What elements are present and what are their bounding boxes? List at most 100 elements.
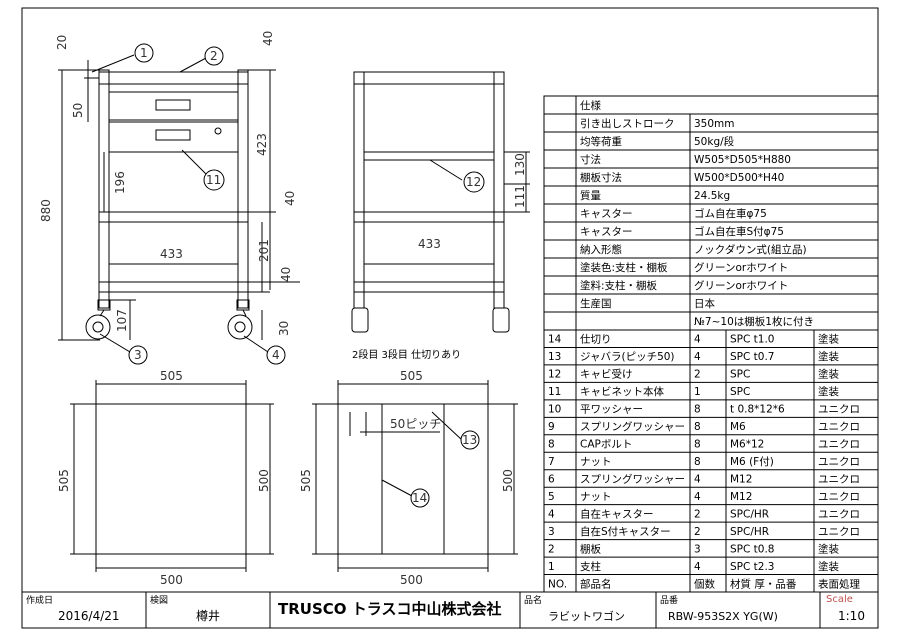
spec-row-label: キャスター <box>580 208 633 220</box>
part-cell-qty: 8 <box>694 456 701 468</box>
leader-12 <box>429 159 463 181</box>
balloon-2 <box>204 46 224 66</box>
part-cell-no: 1 <box>548 561 555 573</box>
part-cell-name: 自在キャスター <box>580 507 654 520</box>
caster-left <box>85 314 111 340</box>
part-cell-qty: 1 <box>694 386 701 398</box>
spec-row-value: 350mm <box>694 118 735 130</box>
spec-row-value: 日本 <box>694 297 715 310</box>
part-cell-fin: ユニクロ <box>818 526 860 538</box>
product-code-label: 品番 <box>660 594 678 606</box>
balloon-11-label: 11 <box>206 173 221 187</box>
part-cell-no: 11 <box>548 386 561 398</box>
part-cell-name: ナット <box>580 456 612 468</box>
spec-row-value: グリーンorホワイト <box>694 261 788 274</box>
part-cell-name: 自在S付キャスター <box>580 525 671 538</box>
part-cell-mat: SPC/HR <box>730 508 769 520</box>
plan-right-depth-left: 505 <box>299 469 313 492</box>
leader-1 <box>91 54 135 73</box>
leader-3 <box>99 333 131 353</box>
plan-right-width-top: 505 <box>400 369 423 383</box>
part-cell-no: 8 <box>548 439 555 451</box>
company-name: TRUSCO トラスコ中山株式会社 <box>278 600 501 618</box>
part-cell-fin: ユニクロ <box>818 491 860 503</box>
front-shelf-3 <box>353 281 505 293</box>
post-left <box>98 69 110 309</box>
part-cell-qty: 8 <box>694 421 701 433</box>
spec-row-value: №7~10は棚板1枚に付き <box>694 315 814 328</box>
drawer-2 <box>108 121 239 153</box>
part-cell-no: 9 <box>548 421 555 433</box>
part-cell-no: 12 <box>548 369 561 381</box>
part-cell-qty: 8 <box>694 404 701 416</box>
part-cell-fin: ユニクロ <box>818 439 860 451</box>
dim-upper-span: 423 <box>255 133 269 156</box>
dim-caster: 107 <box>115 309 129 332</box>
leader-4 <box>243 335 269 353</box>
part-cell-name: ナット <box>580 491 612 503</box>
part-cell-mat: SPC/HR <box>730 526 769 538</box>
part-cell-name: キャビ受け <box>580 369 633 381</box>
spec-row-value: W505*D505*H880 <box>694 154 791 166</box>
scale-label: Scale <box>826 594 853 605</box>
balloon-4 <box>266 345 286 365</box>
balloon-12-label: 12 <box>466 175 481 189</box>
part-cell-fin: 塗装 <box>818 542 839 555</box>
product-code: RBW-953S2X YG(W) <box>668 610 778 623</box>
balloon-12 <box>463 171 485 193</box>
spec-row-value: ゴム自在車φ75 <box>694 207 767 220</box>
dim-top-gap: 20 <box>55 35 69 50</box>
front-post-left <box>353 71 365 309</box>
front-shelf-2 <box>353 211 505 223</box>
balloon-2-label: 2 <box>210 49 218 63</box>
balloon-3-label: 3 <box>134 348 142 362</box>
part-cell-no: 14 <box>548 334 562 346</box>
leader-11 <box>181 149 209 177</box>
plan-left-depth-right: 500 <box>257 469 271 492</box>
part-cell-name: 棚板 <box>580 542 601 555</box>
front-post-right <box>493 71 505 309</box>
part-cell-name: 仕切り <box>580 333 612 346</box>
balloon-3 <box>128 345 148 365</box>
part-cell-no: 13 <box>548 351 561 363</box>
plan-left-width-bottom: 500 <box>160 573 183 587</box>
part-cell-mat: SPC t0.7 <box>730 351 774 363</box>
leader-14 <box>381 479 413 497</box>
created-date: 2016/4/21 <box>58 609 120 623</box>
spec-row-label: 納入形態 <box>580 243 622 256</box>
plan-view-right <box>312 380 518 572</box>
front-caster-left <box>351 307 369 333</box>
part-cell-mat: M6 <box>730 421 746 433</box>
part-cell-mat: SPC t0.8 <box>730 543 774 555</box>
part-cell-name: スプリングワッシャー <box>580 420 685 433</box>
dim-caster-gap: 30 <box>277 321 291 336</box>
part-cell-mat: M12 <box>730 473 752 485</box>
drawer-lock <box>214 127 222 135</box>
plan-right-shelf <box>337 403 489 555</box>
balloon-1 <box>134 43 154 63</box>
created-label: 作成日 <box>26 594 53 606</box>
pitch-label: 50ピッチ <box>390 417 441 431</box>
part-cell-fin: ユニクロ <box>818 456 860 468</box>
part-cell-fin: ユニクロ <box>818 508 860 520</box>
part-cell-qty: 2 <box>694 369 701 381</box>
part-cell-qty: 4 <box>694 334 701 346</box>
spec-row-label: 寸法 <box>580 153 601 166</box>
part-cell-name: ジャバラ(ピッチ50) <box>580 351 675 363</box>
caption-shelves: 2段目 3段目 仕切りあり <box>352 348 461 361</box>
plan-left-depth-left: 505 <box>57 469 71 492</box>
spec-row-value: ゴム自在車S付φ75 <box>694 225 784 238</box>
part-cell-fin: 塗装 <box>818 368 839 381</box>
part-cell-qty: 4 <box>694 473 701 485</box>
balloon-14 <box>410 488 430 508</box>
balloon-13-label: 13 <box>462 433 477 447</box>
part-cell-mat: SPC t1.0 <box>730 334 774 346</box>
drawer-1 <box>108 91 239 121</box>
part-cell-name: 支柱 <box>580 560 601 573</box>
spec-row-value: W500*D500*H40 <box>694 172 784 184</box>
leader-13 <box>431 411 463 441</box>
part-cell-qty: 2 <box>694 508 701 520</box>
plan-right-width-bottom: 500 <box>400 573 423 587</box>
balloon-1-label: 1 <box>140 46 148 60</box>
part-cell-no: 4 <box>548 508 555 520</box>
